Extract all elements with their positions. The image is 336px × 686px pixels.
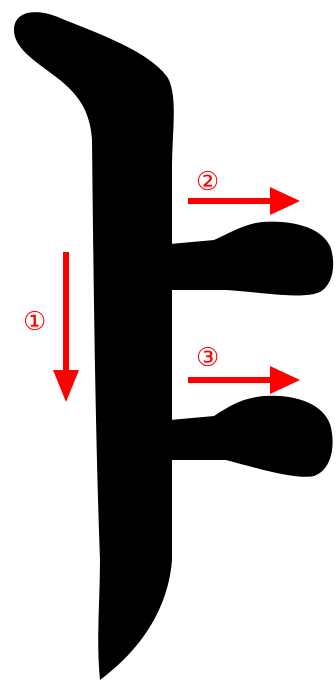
arrow-head: [270, 187, 300, 215]
glyph-lower-horizontal-stroke: [170, 395, 333, 477]
stroke-order-label-3: ③: [196, 343, 219, 373]
stroke-order-label-2: ②: [196, 167, 219, 197]
stroke-order-label-1: ①: [23, 307, 46, 337]
arrow-stroke-1: [53, 252, 79, 402]
arrow-shaft: [188, 198, 272, 204]
glyph-vertical-stroke: [14, 12, 174, 680]
arrow-head: [270, 366, 300, 394]
arrow-shaft: [188, 377, 272, 383]
arrow-shaft: [63, 252, 69, 372]
arrow-head: [53, 370, 79, 402]
glyph-upper-horizontal-stroke: [170, 221, 334, 296]
arrow-stroke-2: [188, 187, 300, 215]
arrow-stroke-3: [188, 366, 300, 394]
